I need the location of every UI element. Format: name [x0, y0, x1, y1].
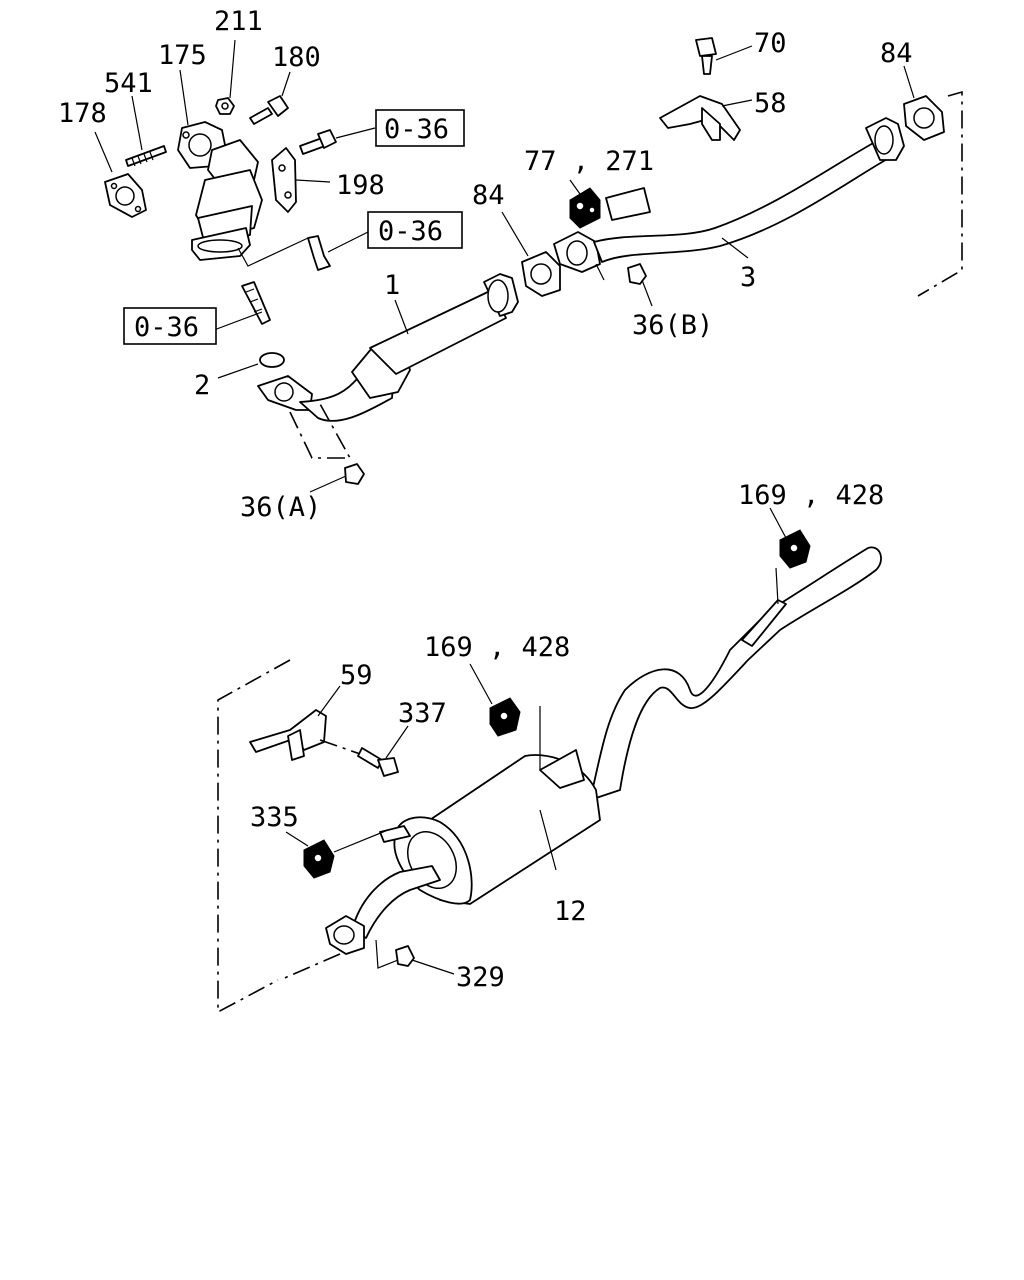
front-pipe-1 [257, 273, 519, 422]
intermediate-pipe-3 [553, 117, 905, 273]
callout-169-428-top: 169 , 428 [738, 480, 884, 511]
muffler-12 [325, 546, 882, 955]
callout-211: 211 [214, 6, 263, 37]
gasket-2 [259, 352, 285, 368]
stud-541 [125, 145, 167, 167]
gasket-84-left [521, 251, 561, 297]
reference-box-0-36-1: 0-36 [375, 109, 465, 147]
callout-337: 337 [398, 698, 447, 729]
reference-box-0-36-3: 0-36 [123, 307, 217, 345]
callout-12: 12 [554, 896, 587, 927]
reference-label-2: 0-36 [378, 216, 443, 247]
bolt-ref-2 [307, 235, 331, 271]
bolt-70 [695, 37, 717, 75]
callout-180: 180 [272, 42, 321, 73]
callout-59: 59 [340, 660, 373, 691]
stud-ref-3 [241, 281, 271, 325]
nut-211 [215, 97, 235, 115]
bolt-337 [357, 747, 399, 777]
gasket-84-right [903, 95, 945, 141]
bolt-ref-1 [299, 129, 337, 155]
catalytic-converter [177, 121, 263, 261]
callout-169-428-mid: 169 , 428 [424, 632, 570, 663]
callout-3: 3 [740, 262, 756, 293]
rubber-mount-169-428-top [779, 529, 811, 569]
rubber-mount-169-428-mid [489, 697, 521, 737]
callout-335: 335 [250, 802, 299, 833]
callout-329: 329 [456, 962, 505, 993]
callout-84-left: 84 [472, 180, 505, 211]
callout-1: 1 [384, 270, 400, 301]
reference-label-3: 0-36 [134, 312, 199, 343]
bracket-58 [659, 95, 741, 141]
bolt-180 [249, 95, 289, 125]
nut-329 [395, 945, 415, 967]
callout-36b: 36(B) [632, 310, 713, 341]
rubber-mount-335 [303, 839, 335, 879]
callout-178: 178 [58, 98, 107, 129]
callout-77-271: 77 , 271 [524, 146, 654, 177]
bracket-198 [271, 147, 297, 213]
callout-198: 198 [336, 170, 385, 201]
callout-58: 58 [754, 88, 787, 119]
reference-label-1: 0-36 [384, 114, 449, 145]
nut-36b [627, 263, 647, 285]
frame-line-lower [217, 659, 291, 1014]
nut-36a [344, 463, 365, 485]
callout-36a: 36(A) [240, 492, 321, 523]
frame-line-upper [917, 90, 963, 297]
rubber-mount-77-271 [569, 187, 601, 229]
reference-box-0-36-2: 0-36 [367, 211, 463, 249]
bracket-59 [249, 709, 327, 761]
callout-2: 2 [194, 370, 210, 401]
callout-175: 175 [158, 40, 207, 71]
callout-84-right: 84 [880, 38, 913, 69]
callout-541: 541 [104, 68, 153, 99]
callout-70: 70 [754, 28, 787, 59]
gasket-178 [104, 173, 147, 218]
